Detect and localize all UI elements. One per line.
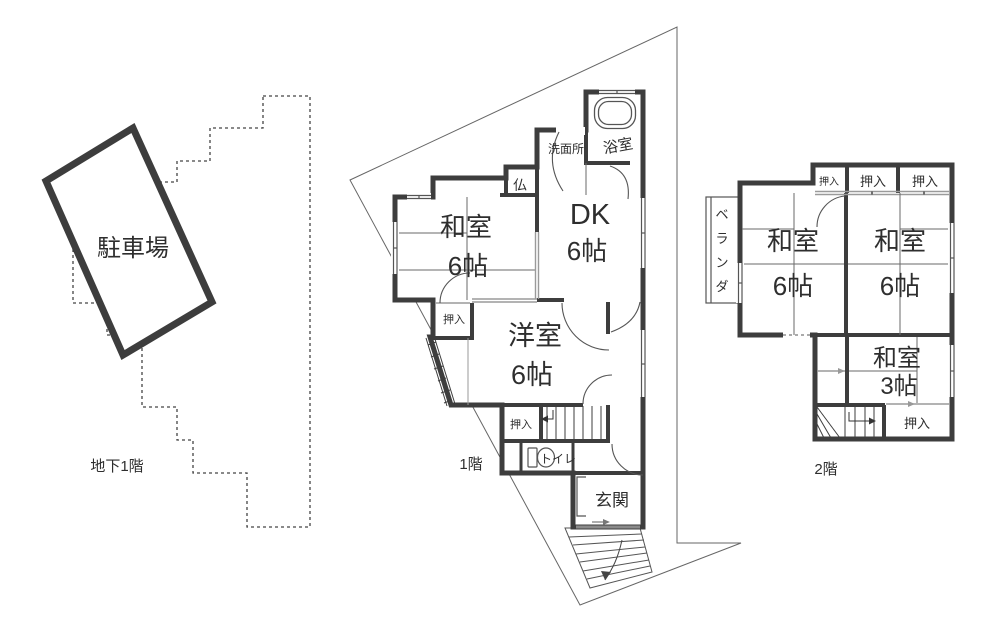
second-floor-label: 2階 [814, 461, 837, 478]
washitsu-2f-left-label: 和室 [767, 226, 819, 256]
outside-steps [564, 527, 653, 589]
parking-label: 駐車場 [97, 235, 169, 262]
window-small-room [948, 345, 956, 397]
oshiire-2f-c-label: 押入 [912, 174, 938, 189]
veranda-char-3: ン [715, 255, 728, 270]
dk-label: DK [570, 199, 611, 231]
second-floor-sliding-doors [815, 190, 950, 405]
butsudan-label: 仏 [513, 177, 527, 193]
window-bath-top-wall [599, 88, 635, 96]
left-room-dashed-opening [783, 331, 810, 339]
oshiire-2f-b-label: 押入 [860, 174, 886, 189]
basement-plan: 駐車場 地下1階 [41, 95, 311, 528]
window-veranda-access [736, 263, 744, 303]
basement-floor-label: 地下1階 [90, 458, 143, 475]
washitsu-2f-right-size: 6帖 [880, 271, 920, 301]
window-dk-right-wall [639, 198, 647, 268]
washitsu-2f-right-label: 和室 [874, 226, 926, 256]
second-floor-thin-lines [742, 193, 950, 403]
staircase-2f [816, 405, 876, 439]
yoshitsu-size: 6帖 [511, 360, 553, 390]
slanted-wall-hatch [425, 335, 456, 407]
staircase-1f [541, 406, 602, 440]
oshiire-1f-a-label: 押入 [443, 312, 465, 326]
hall-door-arc [611, 443, 644, 476]
first-floor-windows [391, 88, 647, 397]
oshiire-2f-a-label: 押入 [819, 175, 839, 188]
veranda-char-1: ベ [715, 207, 728, 222]
second-floor-interior-walls [815, 165, 952, 439]
basement-site-boundary [72, 95, 311, 528]
washitsu-2f-small-label: 和室 [873, 345, 921, 372]
back-door-opening [556, 127, 585, 135]
stairs-2f-arrow [869, 417, 876, 425]
genkan-details [576, 476, 640, 529]
toilet-fixture [527, 447, 556, 468]
second-floor-plan: 和室 6帖 和室 6帖 和室 3帖 押入 押入 押入 押入 ベ ラ ン ダ 2階 [705, 162, 956, 478]
washitsu-door-arc [439, 272, 471, 304]
bathtub [593, 96, 637, 130]
hall-stairs-door-arc [582, 374, 613, 405]
stairs-1f-arrow [541, 415, 548, 423]
oshiire-2f-a-door-arc [816, 195, 846, 228]
senmenjo-label: 洗面所 [548, 142, 584, 156]
window-hall-right-wall [639, 330, 647, 397]
entrance-door-arrow [603, 519, 610, 525]
parking-outline [41, 122, 217, 361]
yoshitsu-door-arc [561, 302, 610, 351]
veranda-label: ベ ラ ン ダ [715, 207, 728, 294]
dk-hall-door-arc [610, 301, 641, 333]
genkan-label: 玄関 [595, 491, 629, 510]
first-floor-interior-walls [430, 130, 643, 475]
oshiire-1f-b-label: 押入 [510, 417, 532, 431]
first-floor-door-arcs [439, 131, 644, 476]
window-right-room [948, 223, 956, 293]
steps-direction-arrow [601, 571, 611, 580]
yoshitsu-label: 洋室 [508, 321, 562, 351]
washitsu-2f-small-size: 3帖 [880, 373, 917, 400]
veranda-char-2: ラ [715, 231, 728, 246]
backdoor-arc [551, 131, 564, 192]
yokushitsu-label: 浴室 [602, 136, 635, 158]
veranda-char-4: ダ [715, 279, 728, 294]
second-floor-windows [736, 223, 956, 397]
oshiire-2f-d-label: 押入 [904, 416, 930, 431]
bath-door-arc [609, 165, 629, 200]
washitsu-2f-left-size: 6帖 [773, 271, 813, 301]
first-floor-label: 1階 [459, 456, 482, 473]
first-floor-sliding-doors [435, 232, 540, 304]
genkan-step [576, 476, 586, 517]
toire-label: トイレ [540, 452, 576, 466]
hall-door-arrow [838, 368, 845, 374]
washitsu-1f-label: 和室 [440, 212, 492, 242]
window-washitsu-top-wall [407, 193, 431, 201]
first-floor-site-boundary [349, 26, 742, 606]
washitsu-1f-size: 6帖 [448, 251, 488, 281]
oshiire-d-door-arrow [908, 401, 915, 407]
dk-size: 6帖 [567, 236, 607, 266]
veranda [705, 196, 741, 304]
window-washitsu-left-wall [391, 222, 399, 274]
first-floor-plan: 和室 6帖 DK 6帖 洋室 6帖 仏 洗面所 浴室 押入 押入 トイレ 玄関 … [349, 26, 742, 606]
first-floor-thin-lines [398, 163, 587, 405]
